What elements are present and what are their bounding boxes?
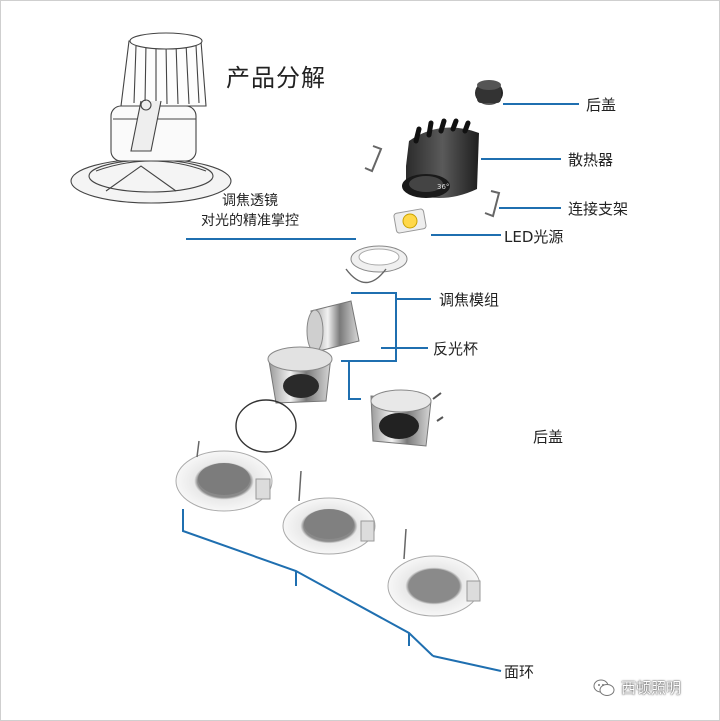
led-part: [393, 208, 427, 234]
beam-angle-badge: 36°: [437, 183, 449, 191]
label-bracket: 连接支架: [568, 200, 629, 218]
reflector-part-left: [267, 346, 333, 404]
label-heat-sink: 散热器: [568, 151, 614, 169]
label-reflector: 反光杯: [433, 340, 479, 358]
lens-caption: 调焦透镜 对光的精准掌控: [201, 191, 299, 231]
rear-cap-part: [475, 80, 503, 105]
watermark: 西顿照明: [593, 677, 681, 698]
face-ring-1: [175, 440, 273, 512]
face-ring-2: [282, 470, 376, 555]
lens-caption-line2: 对光的精准掌控: [201, 213, 299, 229]
focus-module-part: [306, 300, 360, 353]
bracket-parts: [364, 145, 501, 218]
lens-caption-line1: 调焦透镜: [222, 193, 278, 209]
watermark-text: 西顿照明: [621, 679, 682, 697]
label-led: LED光源: [504, 228, 564, 246]
assembled-lamp-sketch: [70, 32, 232, 204]
reflector-part-right: [370, 389, 444, 447]
callout-lines: [182, 103, 579, 672]
label-rear-cap-2: 后盖: [533, 428, 564, 446]
page-title: 产品分解: [226, 64, 326, 92]
label-face-ring: 面环: [504, 663, 535, 681]
heat-sink-part: 36°: [402, 118, 479, 199]
wechat-icon: [593, 679, 615, 696]
focus-lens-part: [345, 245, 408, 284]
label-focus-module: 调焦模组: [439, 291, 500, 309]
face-ring-3: [387, 528, 481, 617]
label-rear-cap: 后盖: [586, 96, 617, 114]
retaining-ring: [235, 399, 297, 453]
